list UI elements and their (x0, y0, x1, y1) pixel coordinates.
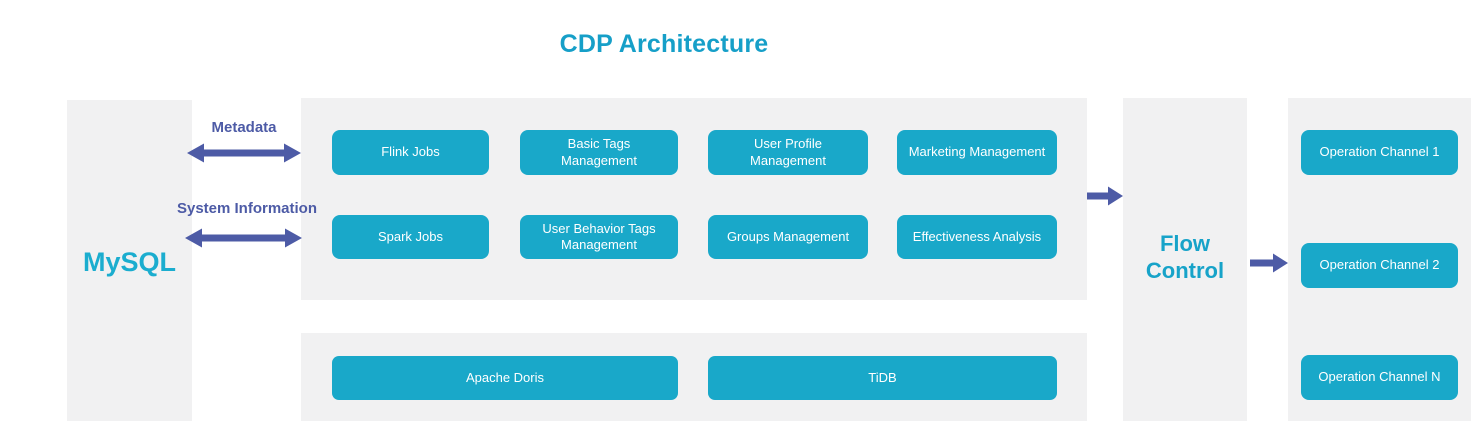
metadata-label: Metadata (211, 119, 277, 136)
system-information-double-arrow-icon (185, 227, 302, 249)
system-information-label: System Information (176, 200, 318, 217)
box-basic-tags-management: Basic Tags Management (520, 130, 678, 175)
box-tidb: TiDB (708, 356, 1057, 400)
flow-control-panel (1123, 98, 1247, 421)
page-title: CDP Architecture (559, 30, 769, 58)
services-to-flow-arrow-icon (1087, 185, 1123, 207)
box-spark-jobs: Spark Jobs (332, 215, 489, 259)
flow-to-channels-arrow-icon (1250, 252, 1288, 274)
box-marketing-management: Marketing Management (897, 130, 1057, 175)
box-apache-doris: Apache Doris (332, 356, 678, 400)
box-operation-channel-1: Operation Channel 1 (1301, 130, 1458, 175)
box-effectiveness-analysis: Effectiveness Analysis (897, 215, 1057, 259)
flow-control-label: Flow Control (1145, 231, 1225, 283)
box-groups-management: Groups Management (708, 215, 868, 259)
box-operation-channel-2: Operation Channel 2 (1301, 243, 1458, 288)
box-flink-jobs: Flink Jobs (332, 130, 489, 175)
box-user-behavior-tags-management: User Behavior Tags Management (520, 215, 678, 259)
mysql-label: MySQL (82, 247, 176, 277)
mysql-panel (67, 100, 192, 421)
box-operation-channel-n: Operation Channel N (1301, 355, 1458, 400)
services-panel (301, 98, 1087, 300)
metadata-double-arrow-icon (187, 142, 301, 164)
box-user-profile-management: User Profile Management (708, 130, 868, 175)
